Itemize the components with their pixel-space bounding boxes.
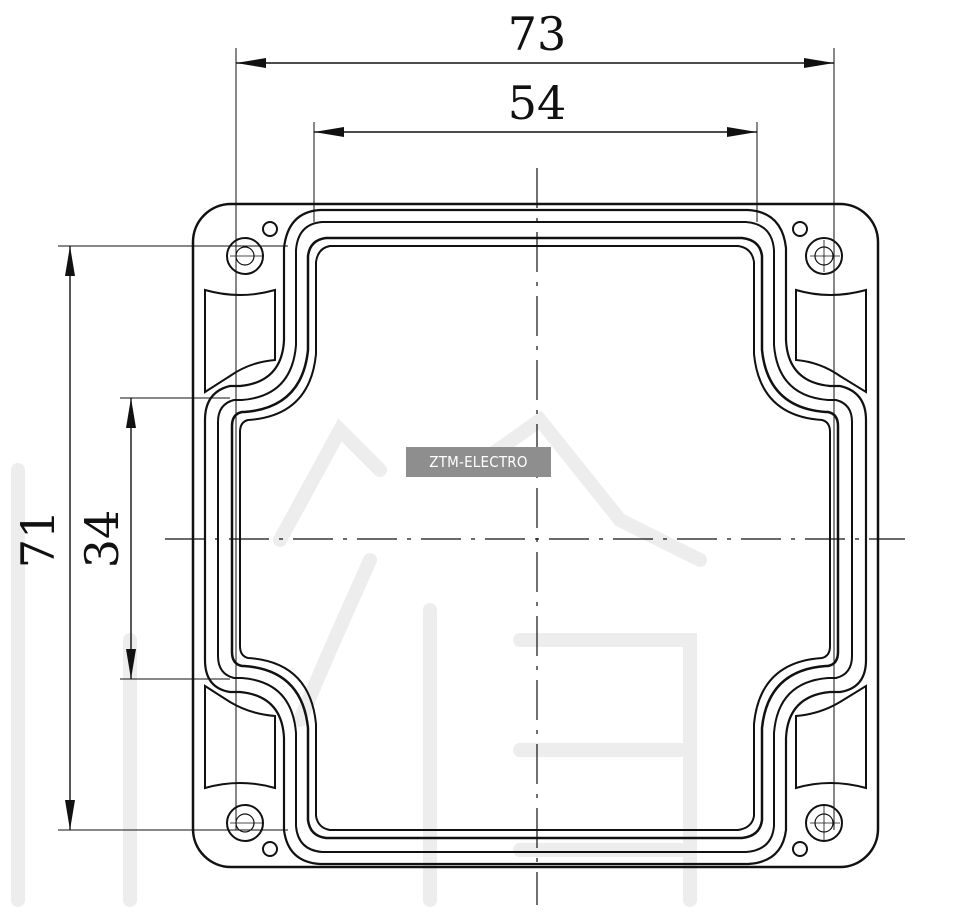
dim-label-inner-width: 54 — [508, 76, 567, 130]
hole-top-left — [226, 237, 264, 275]
brand-watermark-badge: ZTM-ELECTRO — [406, 447, 551, 477]
hole-bottom-left — [226, 804, 264, 842]
extension-lines — [58, 48, 840, 840]
small-hole-top-left — [262, 221, 278, 237]
gasket-mid-contour — [217, 221, 853, 853]
small-hole-bottom-right — [792, 841, 808, 857]
hole-bottom-right — [805, 804, 843, 842]
dim-label-inner-height: 34 — [75, 510, 129, 569]
center-lines — [165, 168, 905, 905]
small-hole-top-right — [792, 221, 808, 237]
groove-inner-contour — [239, 245, 831, 831]
small-hole-bottom-left — [262, 841, 278, 857]
dim-label-outer-height: 71 — [11, 510, 65, 569]
pocket-bottom-right — [795, 684, 867, 790]
groove-outer-contour — [230, 236, 840, 840]
gasket-outer-contour — [203, 208, 868, 866]
pocket-top-right — [795, 288, 867, 394]
dimension-lines — [65, 58, 834, 830]
enclosure-outline — [191, 202, 880, 869]
dim-label-outer-width: 73 — [508, 7, 567, 61]
pocket-bottom-left — [204, 684, 276, 790]
pocket-top-left — [204, 288, 276, 394]
outer-body-outline — [191, 202, 880, 869]
hole-top-right — [805, 237, 843, 275]
background-watermark — [11, 410, 707, 907]
